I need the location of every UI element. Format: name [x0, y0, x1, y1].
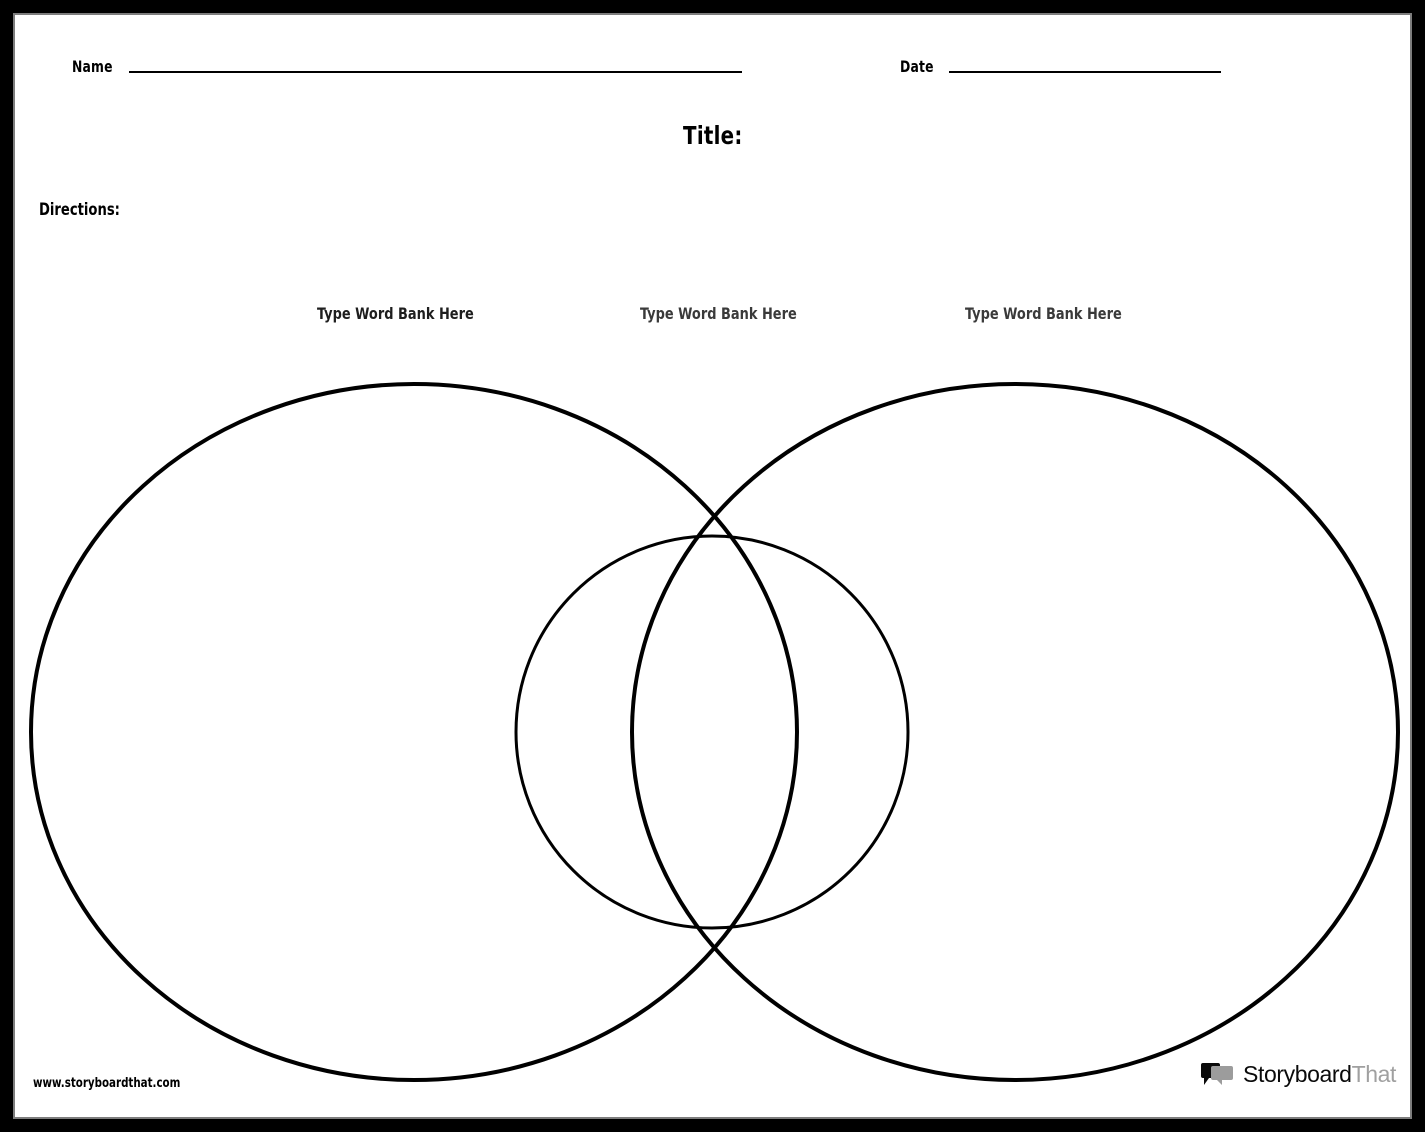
title-text: Title: [682, 121, 743, 150]
date-label: Date [900, 57, 934, 76]
date-input-line[interactable] [949, 71, 1222, 73]
word-bank-middle-text: Type Word Bank Here [640, 304, 797, 323]
logo-text-secondary: That [1351, 1060, 1397, 1087]
site-url-text: www.storyboardthat.com [33, 1076, 181, 1091]
directions-label[interactable]: Directions: [39, 200, 133, 220]
venn-right-ellipse[interactable] [630, 382, 1400, 1082]
directions-text: Directions: [39, 200, 120, 220]
word-bank-left[interactable]: Type Word Bank Here [317, 304, 491, 323]
logo-wordmark: StoryboardThat [1243, 1060, 1397, 1087]
site-url[interactable]: www.storyboardthat.com [33, 1076, 200, 1091]
venn-left-ellipse[interactable] [29, 382, 799, 1082]
venn-middle-circle[interactable] [514, 534, 910, 930]
logo-text-primary: Storyboard [1243, 1060, 1352, 1087]
word-bank-middle[interactable]: Type Word Bank Here [640, 304, 814, 323]
worksheet-canvas: Name Date Title: Directions: Type Word B… [13, 13, 1412, 1119]
word-bank-left-text: Type Word Bank Here [317, 304, 474, 323]
word-bank-right-text: Type Word Bank Here [965, 304, 1122, 323]
name-field-row: Name [72, 57, 743, 76]
name-input-line[interactable] [129, 71, 743, 73]
speech-bubbles-icon [1201, 1063, 1234, 1085]
date-field-row: Date [900, 57, 1222, 76]
storyboardthat-logo[interactable]: StoryboardThat [1200, 1061, 1396, 1087]
page-title[interactable]: Title: [15, 121, 1410, 150]
word-bank-right[interactable]: Type Word Bank Here [965, 304, 1139, 323]
name-label: Name [72, 57, 113, 76]
venn-diagram [29, 382, 1400, 1082]
